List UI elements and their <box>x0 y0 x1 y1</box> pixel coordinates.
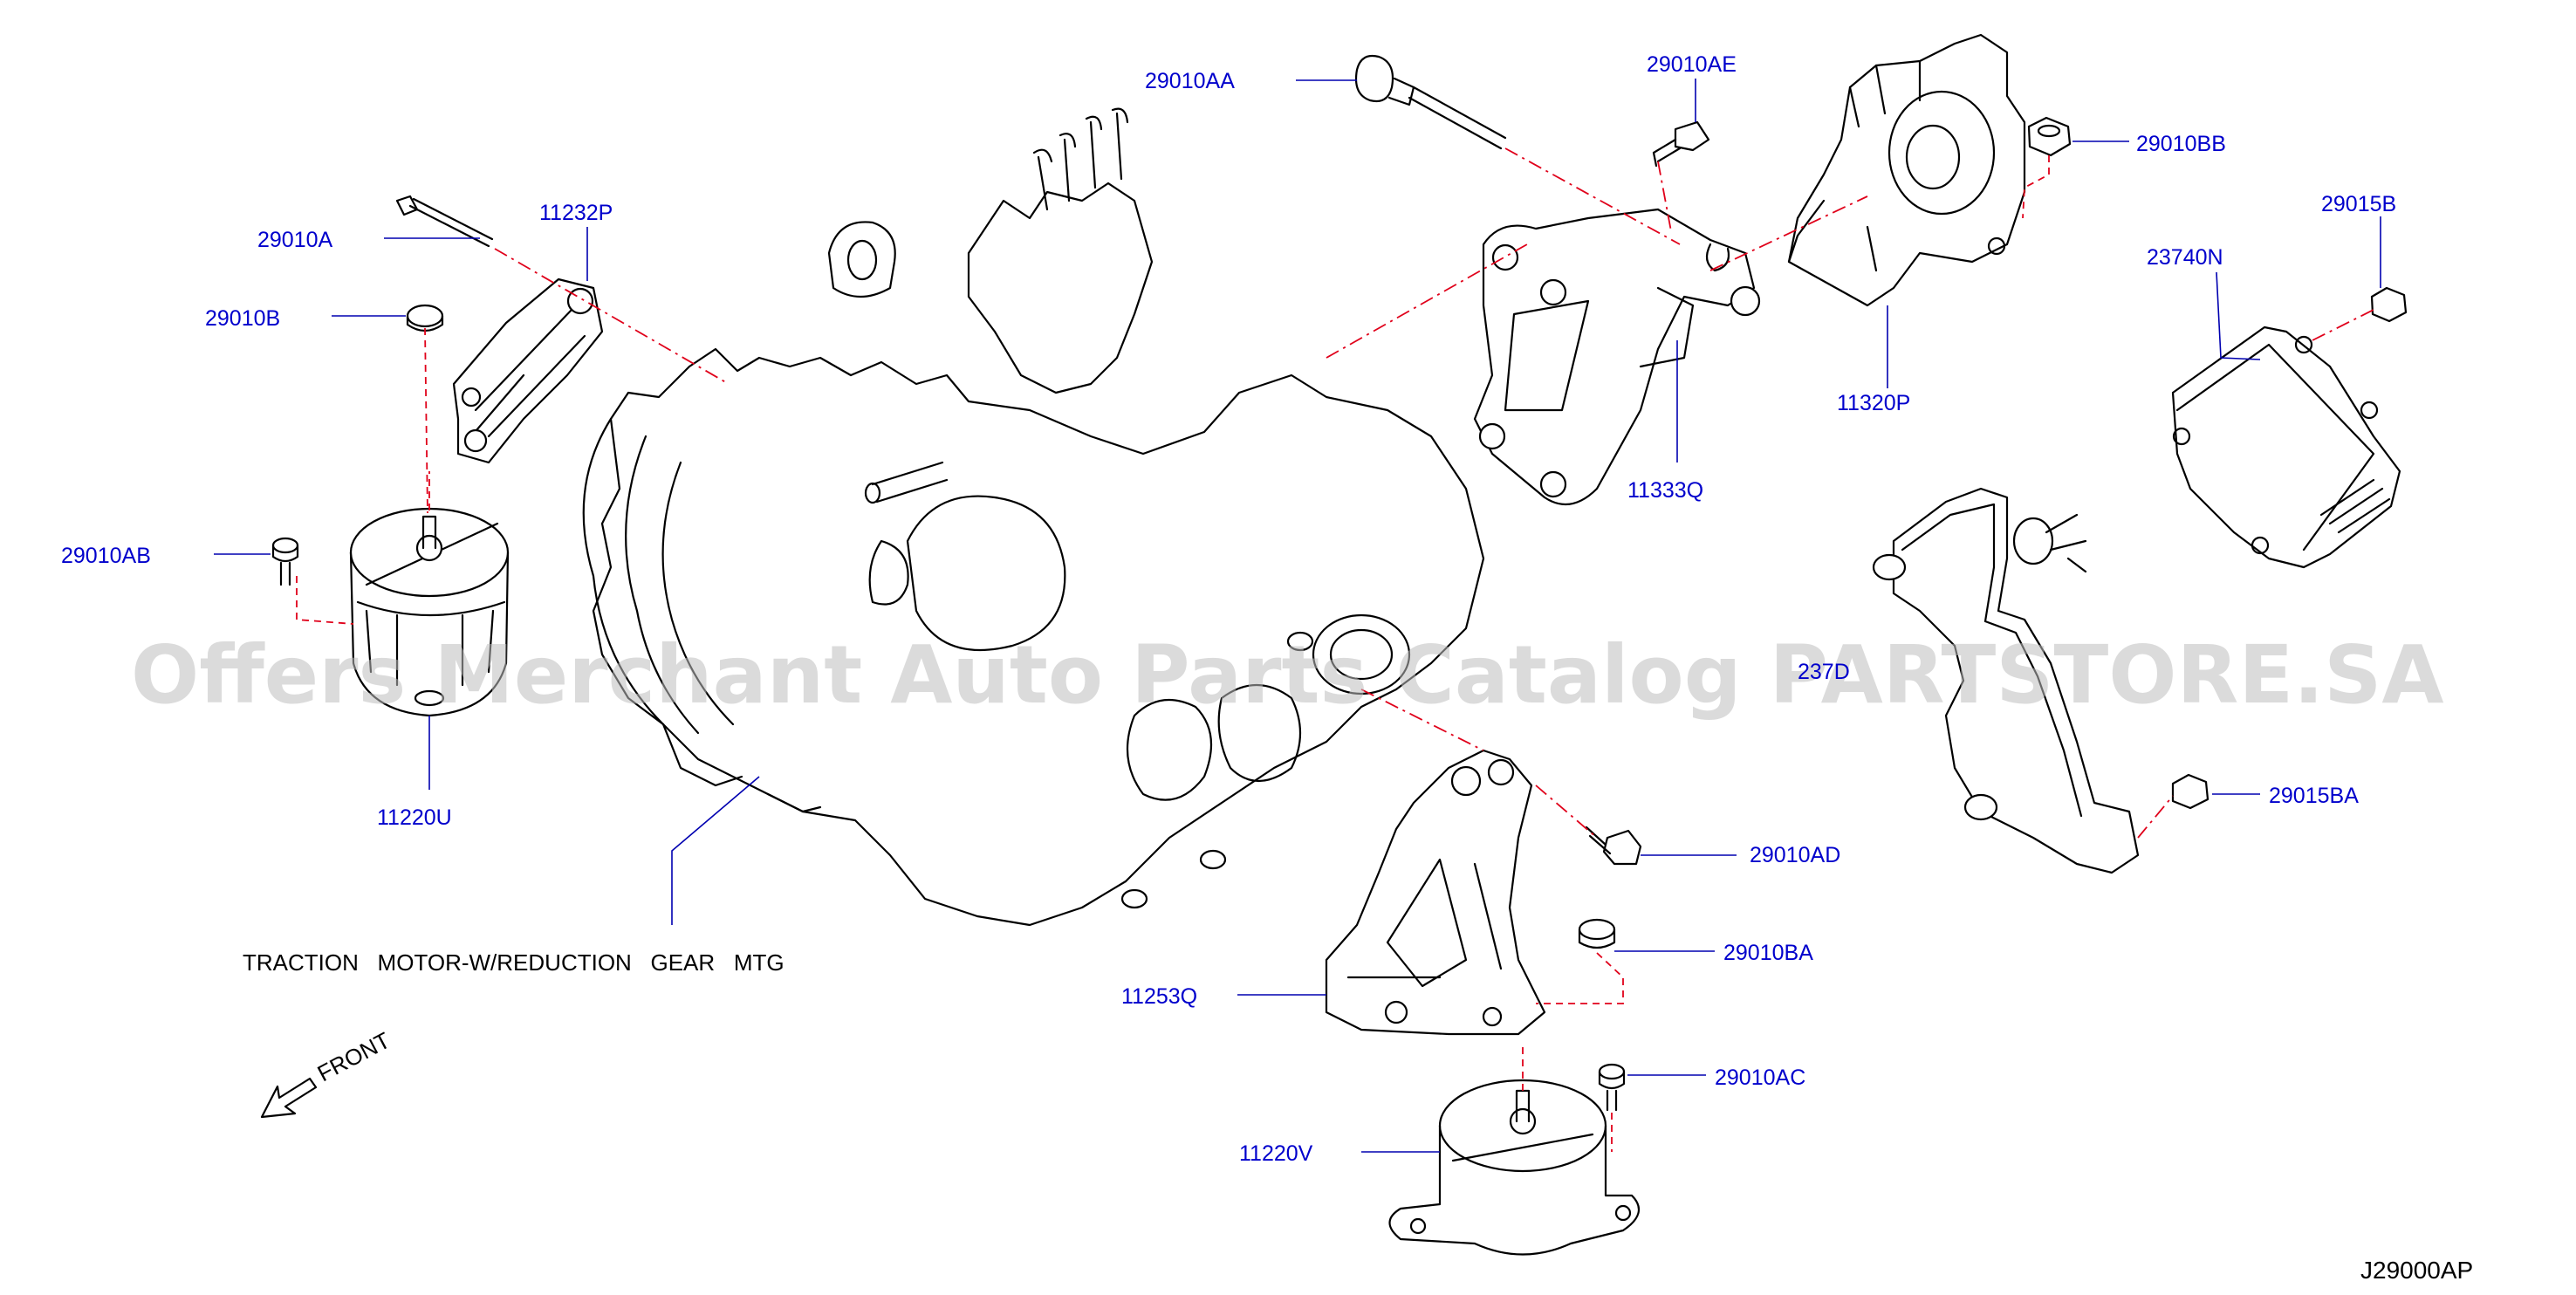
mount-11220u <box>349 507 510 717</box>
part-label-29010ac[interactable]: 29010AC <box>1715 1065 1805 1090</box>
bracket-11253q <box>1325 749 1546 1036</box>
part-label-29010ba[interactable]: 29010BA <box>1723 941 1813 965</box>
bolt-29010ae <box>1652 120 1710 168</box>
bracket-237d <box>1872 487 2140 874</box>
part-label-11333q[interactable]: 11333Q <box>1627 478 1703 503</box>
bolt-29010ab <box>271 537 299 586</box>
nut-29010ba <box>1578 918 1616 949</box>
part-label-29015ba[interactable]: 29015BA <box>2269 784 2359 808</box>
nut-29015ba <box>2171 773 2209 810</box>
part-label-11220u[interactable]: 11220U <box>377 805 452 830</box>
nut-29015b <box>2370 286 2408 323</box>
part-label-29010bb[interactable]: 29010BB <box>2136 132 2226 156</box>
controller-23740n <box>2171 325 2401 569</box>
front-indicator: FRONT <box>260 1027 394 1119</box>
part-label-29010b[interactable]: 29010B <box>205 306 280 331</box>
bolt-29010ac <box>1598 1063 1626 1112</box>
bracket-11333q <box>1473 208 1761 506</box>
part-label-11253q[interactable]: 11253Q <box>1121 984 1197 1009</box>
alignment-lines <box>296 147 2374 1152</box>
part-label-11232p[interactable]: 11232P <box>539 201 613 225</box>
part-label-11220v[interactable]: 11220V <box>1239 1141 1313 1166</box>
part-label-29010ae[interactable]: 29010AE <box>1647 52 1737 77</box>
watermark: Offers Merchant Auto Parts Catalog PARTS… <box>131 628 2444 722</box>
part-label-23740n[interactable]: 23740N <box>2147 245 2223 270</box>
part-label-29015b[interactable]: 29015B <box>2321 192 2396 216</box>
bolt-29010ad <box>1585 826 1642 866</box>
mount-11320p <box>1787 33 2026 307</box>
bracket-11232p <box>452 278 604 464</box>
traction-motor-label: TRACTION MOTOR-W/REDUCTION GEAR MTG <box>243 949 784 976</box>
front-arrow-icon <box>260 1077 318 1119</box>
traction-motor-assembly <box>582 107 1485 927</box>
diagram-code: J29000AP <box>2360 1257 2473 1284</box>
front-label: FRONT <box>313 1027 394 1087</box>
part-label-11320p[interactable]: 11320P <box>1837 391 1910 415</box>
part-label-29010aa[interactable]: 29010AA <box>1145 69 1235 93</box>
nut-29010bb <box>2027 116 2072 157</box>
bolt-29010a <box>395 195 494 248</box>
part-label-237d[interactable]: 237D <box>1798 660 1850 684</box>
bolt-29010aa <box>1354 54 1507 150</box>
mount-11220v <box>1388 1079 1641 1256</box>
part-label-29010ab[interactable]: 29010AB <box>61 544 151 568</box>
part-labels: 29010AA 29010AE 29010BB 29015B 23740N 11… <box>61 52 2396 1166</box>
leader-lines <box>214 79 2381 1153</box>
nut-29010b <box>406 304 444 332</box>
part-label-29010a[interactable]: 29010A <box>257 228 333 252</box>
part-label-29010ad[interactable]: 29010AD <box>1750 843 1840 867</box>
